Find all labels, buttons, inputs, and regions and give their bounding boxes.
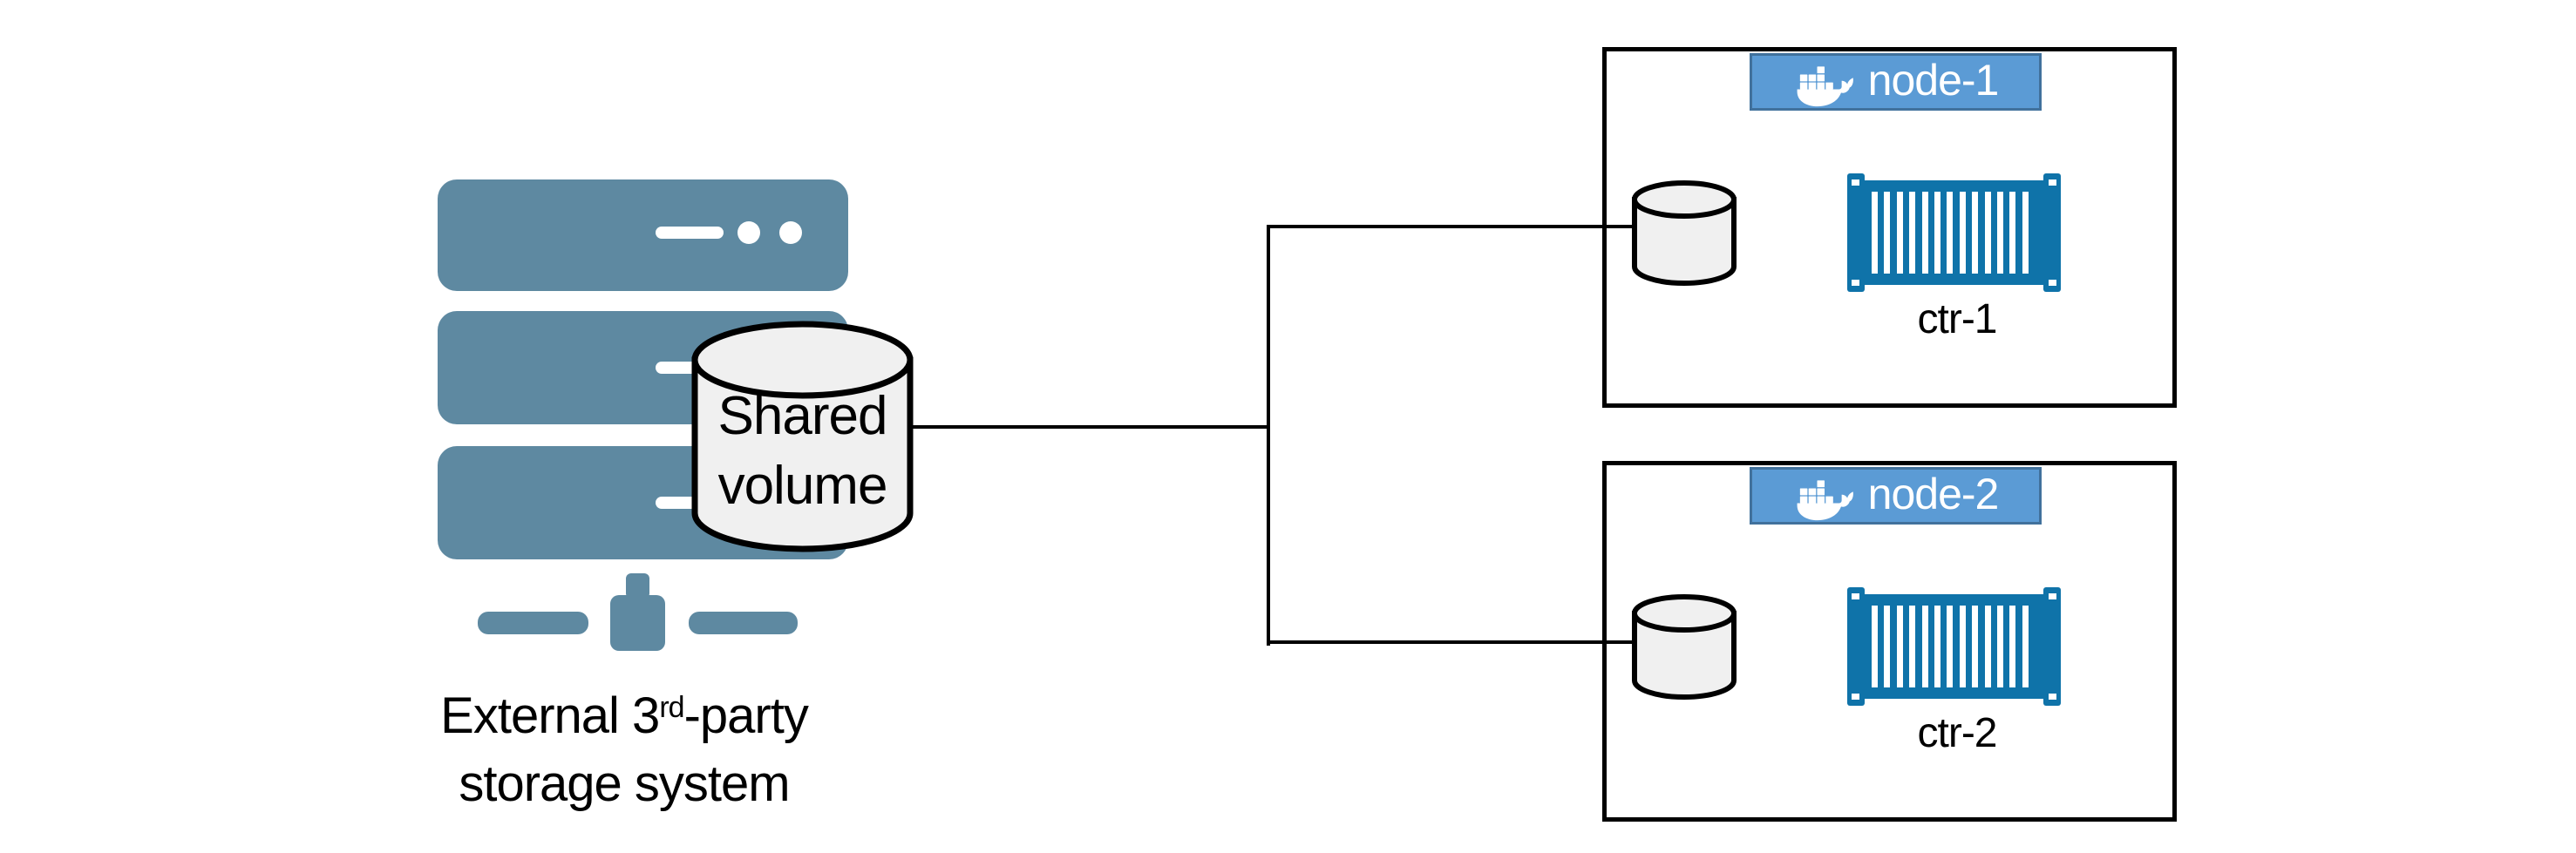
rack-slot-1	[438, 179, 848, 291]
network-link-icon	[689, 612, 798, 634]
network-link-icon	[478, 612, 588, 634]
rack-led-icon	[737, 221, 760, 244]
node-box-2: node-2	[1602, 461, 2177, 822]
volume-cylinder-icon	[1632, 180, 1737, 286]
shared-volume-label: Shared volume	[717, 386, 888, 516]
network-hub-icon	[610, 595, 665, 651]
container-label: ctr-1	[1917, 296, 1998, 342]
node-name-label: node-1	[1867, 56, 2000, 105]
rack-led-icon	[779, 221, 802, 244]
docker-whale-icon	[1797, 480, 1853, 521]
node-box-1: node-1	[1602, 47, 2177, 408]
connector-branch-vertical	[1267, 225, 1270, 646]
container-icon	[1847, 173, 2061, 292]
connector-branch-bottom	[1268, 640, 1632, 644]
docker-badge: node-2	[1750, 467, 2042, 525]
network-hub-icon	[626, 573, 649, 599]
storage-caption-line2: storage system	[459, 755, 790, 812]
connector-branch-top	[1268, 225, 1632, 228]
container-icon	[1847, 587, 2061, 706]
docker-whale-icon	[1797, 66, 1853, 107]
shared-volume-cylinder	[691, 321, 914, 552]
rack-dash-icon	[656, 227, 724, 239]
volume-cylinder-icon	[1632, 594, 1737, 700]
node-name-label: node-2	[1867, 470, 2000, 518]
storage-caption-line1: External 3rd-party	[440, 687, 809, 744]
container-label: ctr-2	[1917, 710, 1998, 756]
storage-caption: External 3rd-party storage system	[319, 682, 929, 818]
docker-badge: node-1	[1750, 53, 2042, 111]
connector-main	[907, 425, 1270, 429]
